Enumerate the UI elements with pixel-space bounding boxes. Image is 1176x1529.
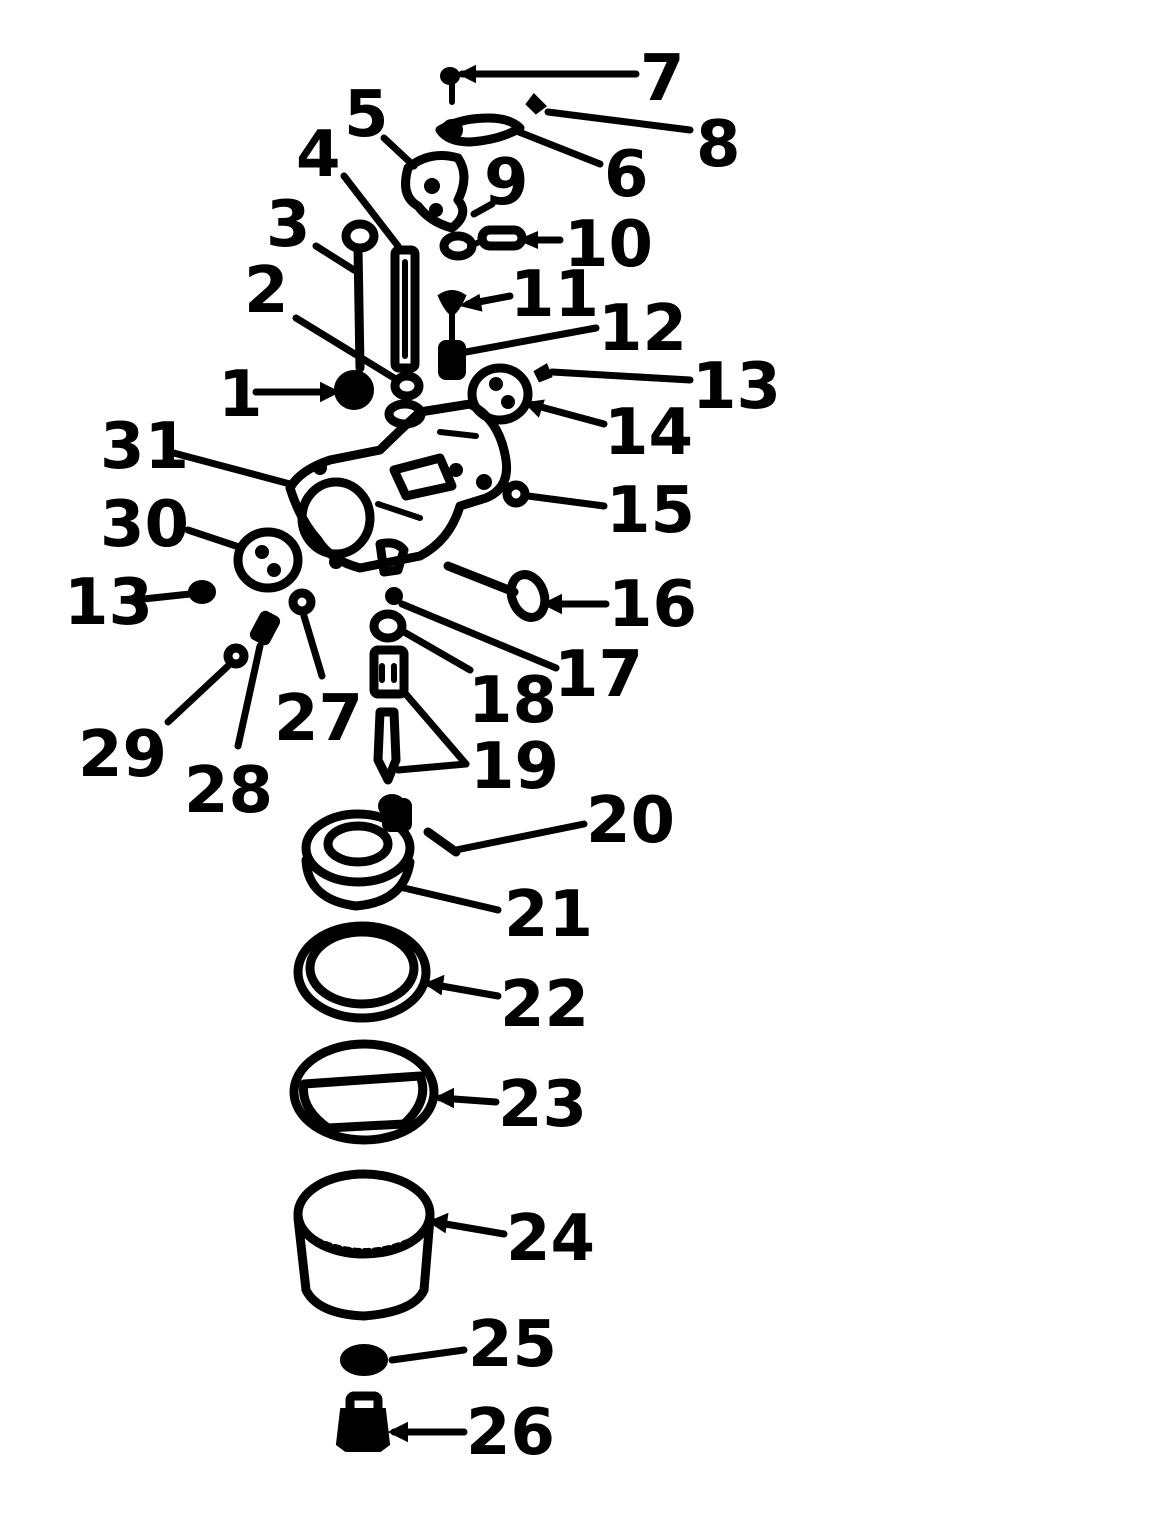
part-17-pin — [385, 587, 403, 605]
callout-29: 29 — [78, 718, 167, 792]
callout-28: 28 — [184, 754, 273, 828]
part-16-plug — [443, 561, 550, 622]
leader-lines — [130, 64, 694, 1443]
callout-18: 18 — [468, 664, 557, 738]
part-19-nozzle — [369, 645, 409, 785]
callout-5: 5 — [344, 78, 389, 152]
part-21-float — [301, 798, 415, 911]
parts-group — [188, 67, 553, 1452]
callout-12: 12 — [598, 292, 687, 366]
leader-5 — [380, 134, 418, 170]
part-27-ring — [288, 588, 316, 616]
callout-2: 2 — [244, 254, 289, 328]
leader-13-left — [130, 590, 194, 604]
leader-28 — [234, 642, 264, 750]
callout-17: 17 — [554, 638, 643, 712]
part-7-screw — [440, 67, 460, 105]
part-24-bowl — [293, 1169, 435, 1321]
part-13-screw-right — [533, 363, 553, 383]
part-6-link — [435, 113, 525, 147]
part-28-plug — [249, 610, 281, 646]
leader-31 — [166, 448, 294, 488]
callout-labels: 7 8 6 5 9 10 4 3 11 2 12 13 1 14 31 15 3… — [64, 42, 781, 1470]
part-29-pin — [223, 643, 249, 669]
callout-15: 15 — [606, 474, 695, 548]
callout-4: 4 — [296, 118, 341, 192]
part-30-disc — [233, 527, 303, 593]
part-23-gasket — [289, 1039, 439, 1145]
leader-9 — [470, 200, 496, 218]
leader-4 — [340, 172, 402, 250]
leader-2 — [292, 314, 398, 382]
part-8-pin — [525, 92, 548, 115]
callout-3: 3 — [266, 188, 311, 262]
callout-31: 31 — [100, 410, 189, 484]
leader-19b — [394, 760, 470, 774]
part-15-washer — [502, 480, 530, 508]
leader-27 — [300, 612, 326, 680]
callout-27: 27 — [274, 682, 363, 756]
leader-17 — [398, 600, 560, 672]
part-2-washer — [390, 371, 424, 401]
callout-13-left: 13 — [64, 566, 153, 640]
callout-8: 8 — [696, 108, 741, 182]
callout-7: 7 — [640, 42, 685, 116]
part-5-plate — [401, 151, 469, 233]
callout-1: 1 — [218, 358, 263, 432]
part-3-shaft — [341, 219, 379, 373]
callout-16: 16 — [608, 568, 697, 642]
leader-21 — [400, 884, 502, 914]
callout-13-right: 13 — [692, 350, 781, 424]
callout-21: 21 — [504, 878, 593, 952]
part-22-gasket — [293, 921, 431, 1023]
part-10-needle — [467, 225, 527, 251]
leader-29 — [164, 662, 232, 726]
callout-26: 26 — [466, 1396, 555, 1470]
leader-13-right — [548, 368, 694, 384]
callout-19: 19 — [470, 730, 559, 804]
callout-22: 22 — [500, 968, 589, 1042]
callout-20: 20 — [586, 784, 675, 858]
leader-15 — [524, 492, 608, 510]
part-11-screw — [437, 290, 467, 343]
leader-30 — [184, 526, 240, 550]
part-13-screw-left — [188, 580, 216, 604]
leader-19a — [400, 688, 470, 768]
callout-9: 9 — [484, 146, 529, 220]
callout-23: 23 — [498, 1068, 587, 1142]
callout-6: 6 — [604, 138, 649, 212]
part-1-knob — [334, 370, 374, 410]
leader-14 — [526, 400, 608, 428]
leader-6 — [510, 126, 604, 168]
part-25-washer — [340, 1344, 388, 1376]
leader-18 — [400, 628, 474, 674]
part-31-carburetor-body — [285, 399, 512, 577]
leader-8 — [544, 108, 694, 134]
callout-14: 14 — [604, 396, 693, 470]
part-18-washer — [369, 609, 407, 643]
part-12-fitting — [438, 340, 466, 380]
leader-3 — [312, 242, 358, 274]
callout-25: 25 — [468, 1308, 557, 1382]
callout-24: 24 — [506, 1202, 595, 1276]
leader-12 — [462, 324, 600, 356]
leader-25 — [388, 1346, 468, 1364]
part-4-shaft — [390, 245, 420, 373]
leader-20 — [452, 820, 588, 854]
callout-30: 30 — [100, 488, 189, 562]
part-26-nut — [335, 1391, 391, 1452]
callout-11: 11 — [510, 258, 599, 332]
part-14-disc — [467, 363, 533, 425]
callout-10: 10 — [564, 208, 653, 282]
